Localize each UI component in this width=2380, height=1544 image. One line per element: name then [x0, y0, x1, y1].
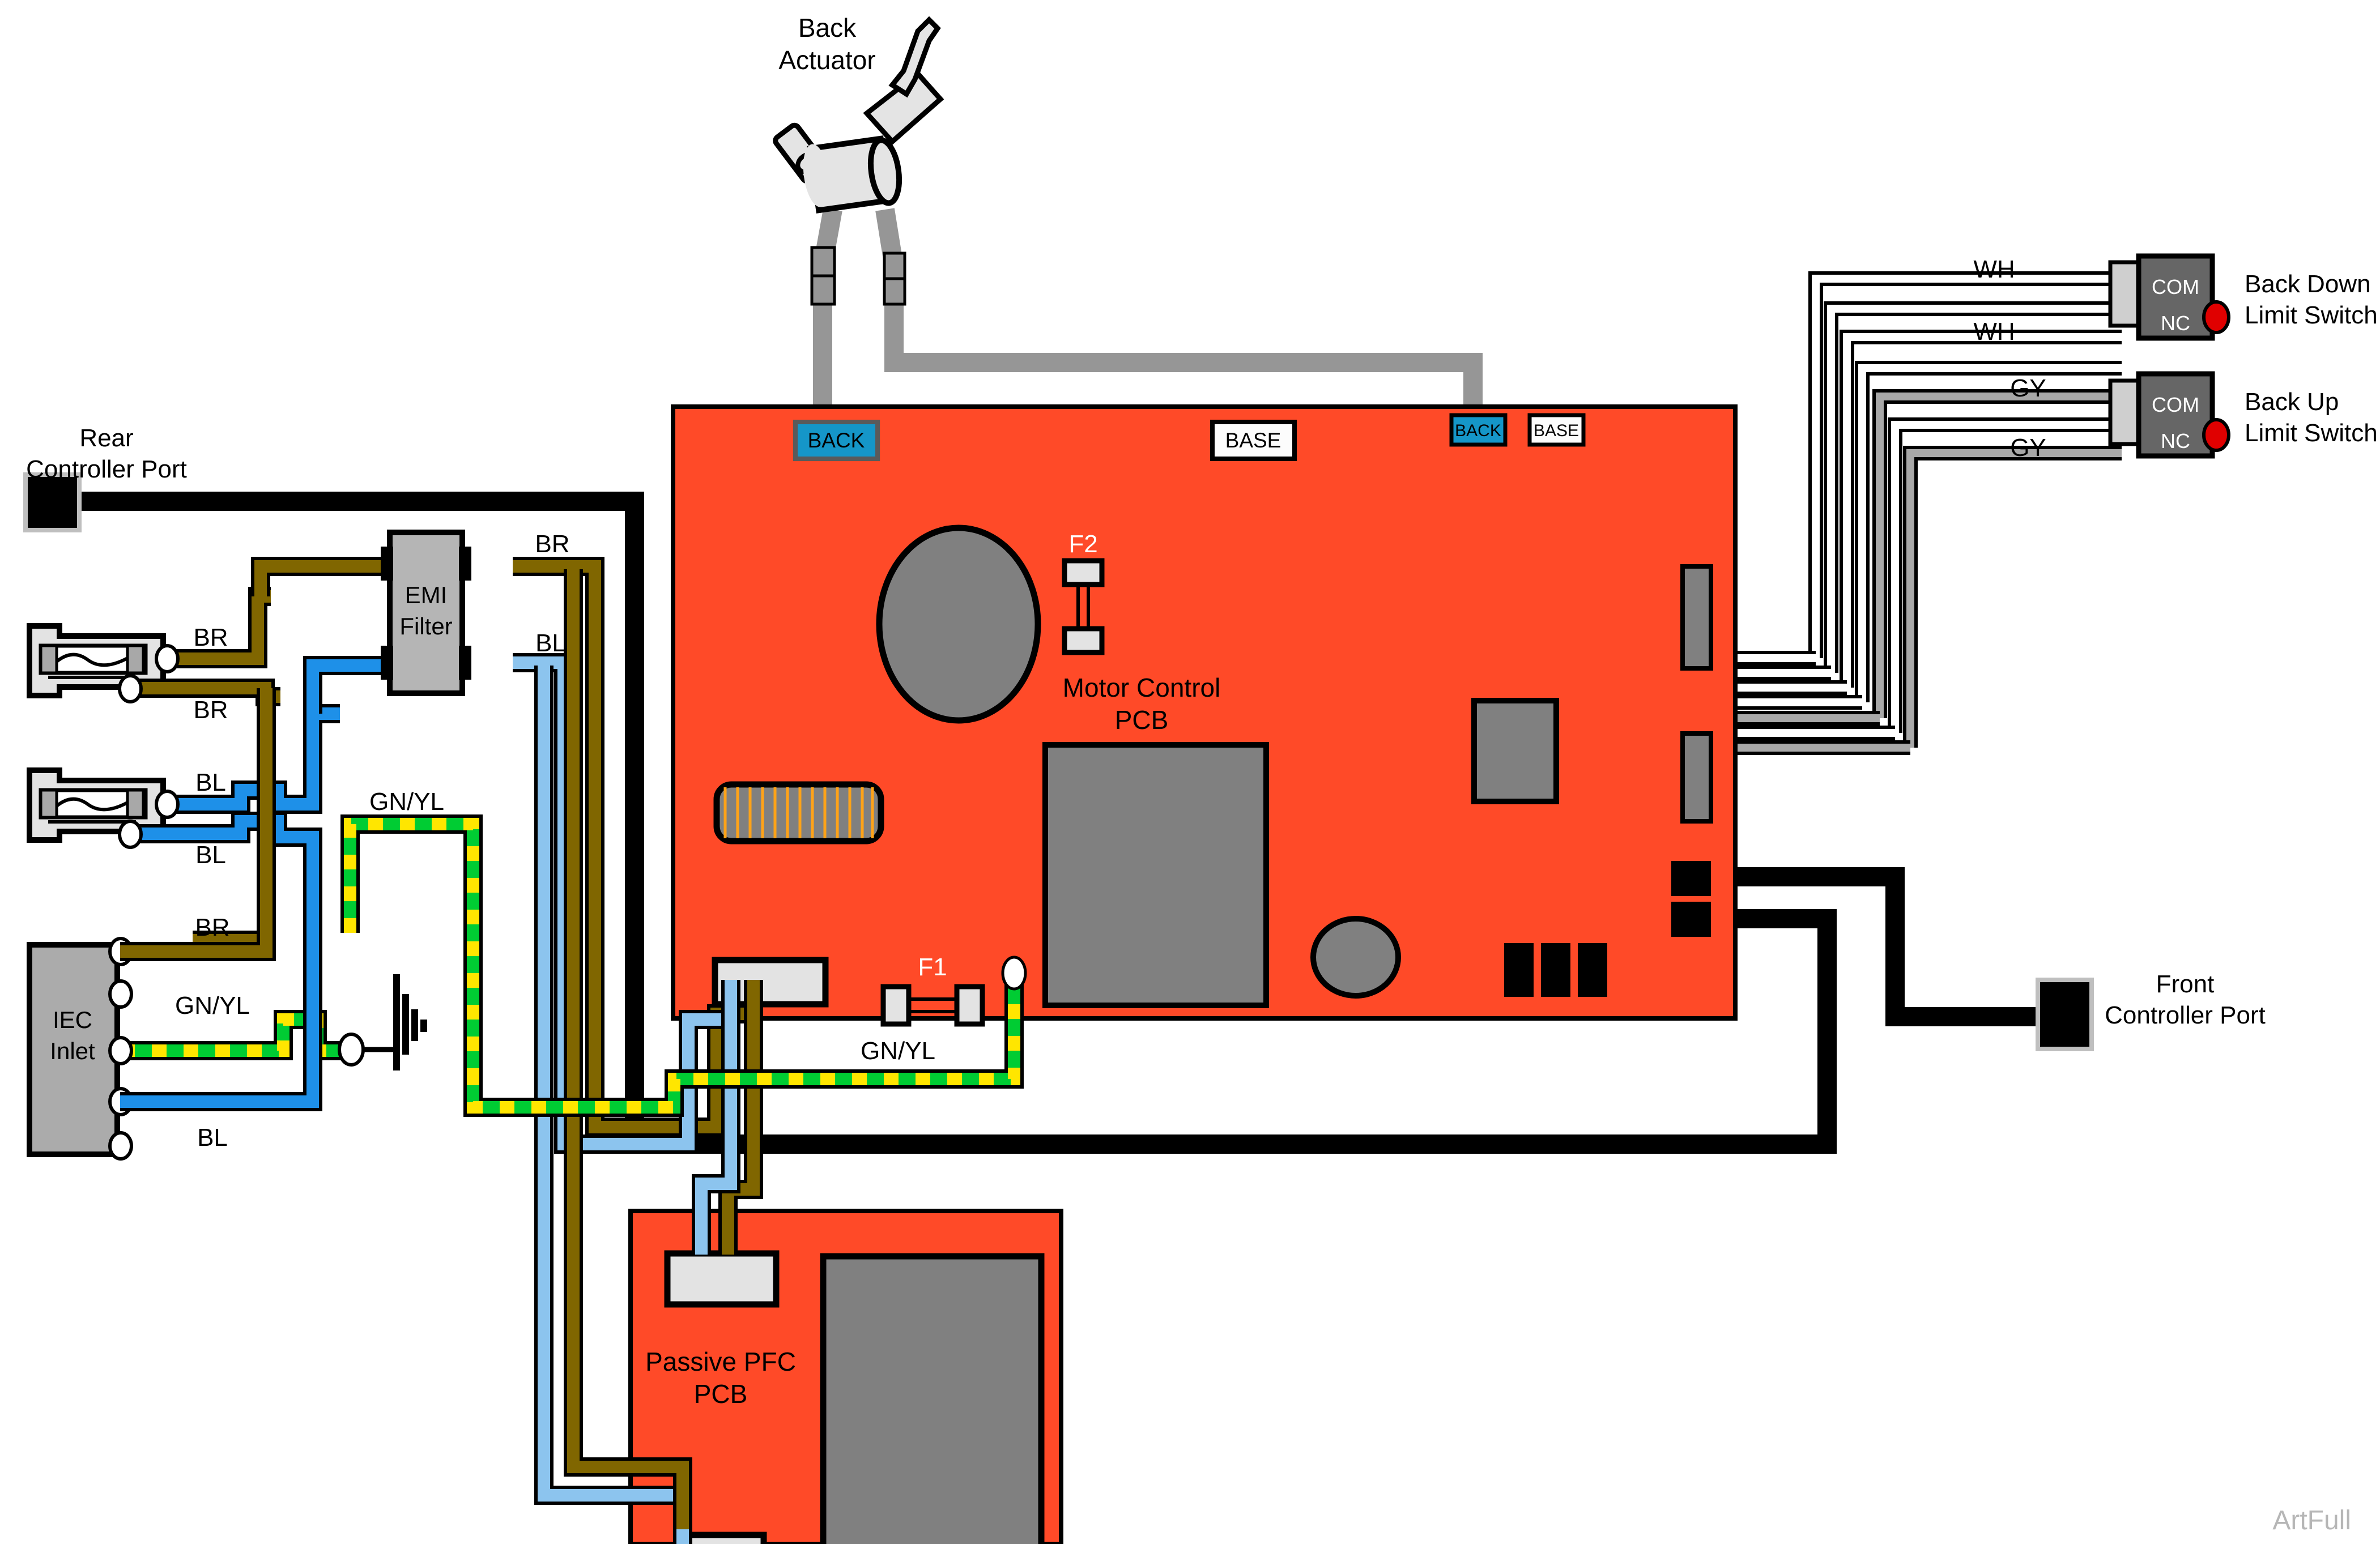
- motor-control-pcb: F2: [671, 404, 1738, 1027]
- wire-br-iec: [120, 719, 276, 961]
- rear-controller-port-label-line2: Controller Port: [26, 455, 187, 483]
- iec-inlet: [27, 937, 133, 1161]
- back-actuator-label-line1: Back: [798, 13, 857, 42]
- wire-label-br-fuse-bottom: BR: [193, 696, 228, 724]
- front-controller-cable: [1735, 867, 2054, 1026]
- wire-gnyl-iec-to-ground: [120, 1010, 350, 1060]
- back-actuator-label-line2: Actuator: [778, 45, 875, 75]
- limit-switch-wire-connector-runs: [1735, 651, 1910, 755]
- wire-label-br-iec: BR: [195, 914, 229, 941]
- wire-label-gy-top: GY: [2010, 374, 2046, 402]
- back-down-limit-switch-label-line1: Back Down: [2245, 270, 2371, 298]
- wire-label-gy-bottom: GY: [2010, 434, 2046, 462]
- fuse-f2-label: F2: [1068, 530, 1097, 558]
- back-down-terminal-com: COM: [2152, 275, 2199, 298]
- back-up-terminal-nc: NC: [2161, 429, 2190, 453]
- wire-label-wh-top: WH: [1973, 255, 2015, 283]
- connector-strip-pins: [723, 787, 874, 838]
- actuator-connector-ferrules: [810, 246, 906, 306]
- wire-br-fuse-top: [155, 557, 385, 673]
- passive-pfc-pcb: [628, 1209, 1063, 1544]
- rear-controller-port: [23, 472, 82, 532]
- wire-label-br-filter-out: BR: [535, 530, 569, 558]
- pcb-tag-back-right-text: BACK: [1455, 421, 1501, 440]
- actuator-cable-group: [813, 207, 1483, 430]
- wire-gnyl-upper: [340, 814, 483, 1070]
- emi-filter: [381, 530, 471, 696]
- front-controller-port: [2036, 978, 2094, 1051]
- wire-label-wh-bottom: WH: [1973, 318, 2015, 346]
- iec-inlet-label-line2: Inlet: [50, 1038, 95, 1064]
- emi-filter-label-line2: Filter: [399, 613, 452, 639]
- limit-switch-wire-bundle: [1808, 271, 2122, 748]
- watermark: ArtFull: [2272, 1505, 2351, 1536]
- back-down-terminal-nc: NC: [2161, 312, 2190, 335]
- wire-bl-fuse-bottom: [118, 812, 322, 884]
- wire-bl-fuse-top: [155, 656, 391, 819]
- wire-label-br-fuse-top: BR: [193, 624, 228, 651]
- pcb-tag-base-right-text: BASE: [1534, 421, 1579, 440]
- emi-filter-label-line1: EMI: [405, 582, 448, 608]
- back-actuator-body: [773, 16, 944, 214]
- wire-label-bl-iec: BL: [197, 1124, 228, 1151]
- wire-label-gnyl-iec: GN/YL: [175, 992, 250, 1020]
- iec-inlet-label-line1: IEC: [53, 1006, 92, 1033]
- front-controller-port-label-line1: Front: [2156, 970, 2215, 998]
- motor-control-pcb-label-line1: Motor Control: [1063, 673, 1221, 702]
- rear-controller-port-label-line1: Rear: [79, 424, 133, 452]
- wire-gnyl-lower: [463, 956, 1027, 1117]
- wire-label-gnyl-upper: GN/YL: [369, 788, 444, 816]
- back-down-limit-switch-label-line2: Limit Switch: [2245, 301, 2378, 329]
- passive-pfc-pcb-label-line2: PCB: [694, 1379, 748, 1409]
- fuse-f1-label: F1: [918, 953, 947, 981]
- passive-pfc-pcb-label-line1: Passive PFC: [645, 1347, 796, 1376]
- pcb-tag-back-top-text: BACK: [808, 429, 865, 452]
- wire-label-bl-filter-out: BL: [535, 629, 566, 657]
- back-up-terminal-com: COM: [2152, 393, 2199, 416]
- pcb-tag-base-right: BASE: [1527, 413, 1586, 447]
- pcb-tag-base-left: BASE: [1210, 420, 1297, 461]
- wire-pcb-to-pfc-brown: [718, 1004, 763, 1255]
- wire-label-bl-fuse-top: BL: [195, 769, 226, 796]
- pcb-tag-back-top: BACK: [793, 420, 880, 461]
- wire-label-bl-fuse-bottom: BL: [195, 841, 226, 869]
- fuse-f1: [880, 984, 985, 1027]
- back-up-limit-switch: COM NC: [2108, 371, 2230, 459]
- rear-controller-cable: [34, 492, 1837, 1154]
- pcb-tag-back-right: BACK: [1449, 413, 1508, 447]
- wire-trunk-left: [534, 569, 692, 1544]
- wire-pcb-to-pfc-blue: [692, 1004, 740, 1255]
- ground-symbol: [338, 974, 427, 1070]
- back-down-limit-switch: COM NC: [2108, 253, 2230, 341]
- front-controller-port-label-line2: Controller Port: [2105, 1001, 2266, 1029]
- fuse-holder-top: [27, 623, 166, 698]
- pcb-tag-base-left-text: BASE: [1225, 429, 1281, 452]
- fuse-f2: [1062, 558, 1105, 655]
- back-up-limit-switch-label-line2: Limit Switch: [2245, 419, 2378, 447]
- back-up-limit-switch-label-line1: Back Up: [2245, 388, 2339, 416]
- wire-bl-iec: [120, 884, 322, 1111]
- motor-control-pcb-label-line2: PCB: [1115, 705, 1169, 735]
- wire-label-gnyl-lower: GN/YL: [861, 1037, 935, 1065]
